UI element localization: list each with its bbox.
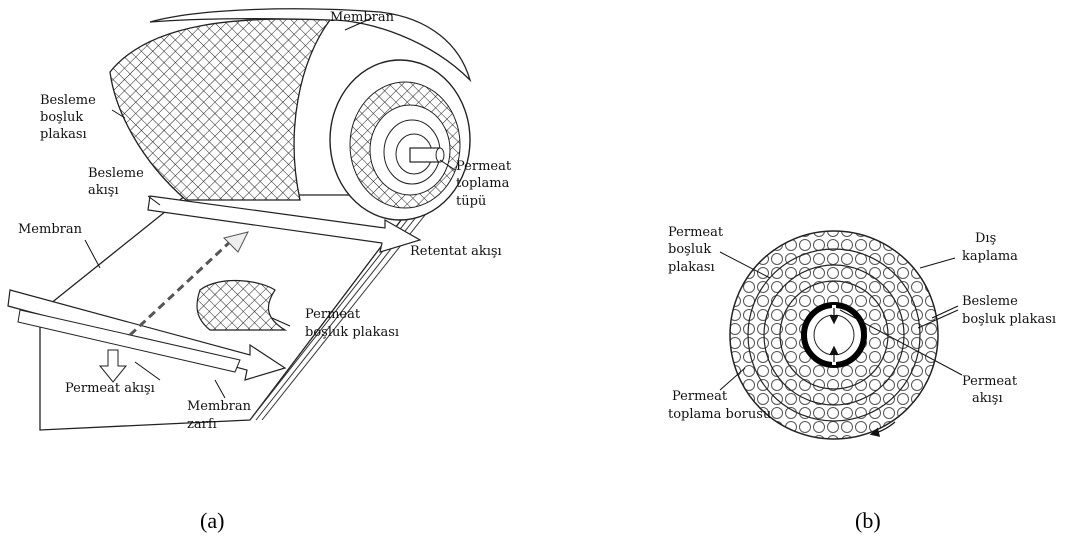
caption-b: (b) — [855, 508, 881, 533]
label-b-dis-kaplama-2: kaplama — [962, 249, 1018, 264]
label-membran-top: Membran — [330, 10, 395, 25]
label-besleme-bosluk-3: plakası — [40, 127, 87, 142]
label-permeat-toplama-3: tüpü — [456, 194, 486, 209]
spiral-module-drawing — [8, 9, 470, 430]
label-b-permeat-bosluk-1: Permeat — [668, 225, 724, 240]
label-membran-zarfi-2: zarfı — [187, 417, 217, 432]
label-b-dis-kaplama-1: Dış — [975, 231, 996, 246]
label-b-besleme-bosluk-2: boşluk plakası — [962, 312, 1056, 327]
label-b-permeat-akisi-2: akışı — [972, 391, 1003, 406]
label-besleme-akisi-2: akışı — [88, 183, 119, 198]
label-permeat-bosluk-2: boşluk plakası — [305, 325, 399, 340]
label-b-permeat-bosluk-2: boşluk — [668, 242, 711, 257]
label-permeat-akisi: Permeat akışı — [65, 381, 155, 396]
label-permeat-toplama-1: Permeat — [456, 159, 512, 174]
label-b-besleme-bosluk-1: Besleme — [962, 294, 1018, 309]
tube-end — [436, 148, 444, 162]
label-membran-left: Membran — [18, 222, 83, 237]
label-permeat-toplama-2: toplama — [456, 176, 510, 191]
label-besleme-akisi-1: Besleme — [88, 166, 144, 181]
caption-a: (a) — [200, 508, 224, 533]
label-besleme-bosluk-1: Besleme — [40, 93, 96, 108]
label-membran-zarfi-1: Membran — [187, 399, 252, 414]
label-b-permeat-akisi-1: Permeat — [962, 374, 1018, 389]
label-b-permeat-toplama-1: Permeat — [672, 389, 728, 404]
label-besleme-bosluk-2: boşluk — [40, 110, 83, 125]
label-b-permeat-bosluk-3: plakası — [668, 260, 715, 275]
label-permeat-bosluk-1: Permeat — [305, 307, 361, 322]
label-b-permeat-toplama-2: toplama borusu — [668, 407, 771, 422]
label-retentat-akisi: Retentat akışı — [410, 244, 502, 259]
